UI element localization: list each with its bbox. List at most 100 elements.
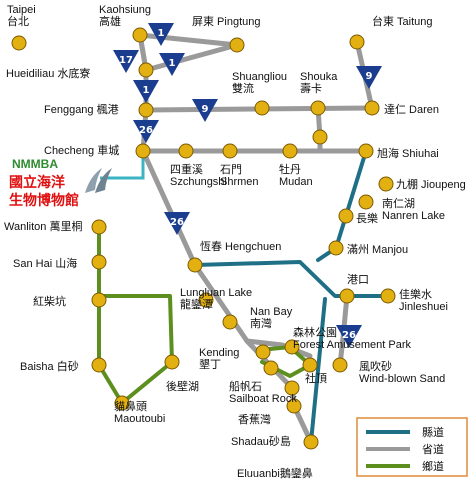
station-changle[interactable]: [338, 208, 354, 224]
label-line: 雙流: [232, 81, 254, 95]
station-pingtung[interactable]: [229, 37, 245, 53]
nmmba-logo-icon: [85, 168, 112, 193]
station-shadao[interactable]: [286, 398, 302, 414]
label-line: 香蕉灣: [238, 413, 271, 426]
station-taitung[interactable]: [349, 34, 365, 50]
legend-township-label: 鄉道: [422, 459, 444, 473]
label-shiuhai: 旭海 Shiuhai: [377, 146, 439, 160]
label-checheng: Checheng 車城: [44, 143, 119, 157]
station-kending[interactable]: [255, 344, 271, 360]
station-checheng[interactable]: [135, 143, 151, 159]
station-nanbay[interactable]: [222, 314, 238, 330]
station-fenggang[interactable]: [138, 102, 154, 118]
label-line: Wanliton 萬里桐: [4, 219, 82, 233]
road-hongchai-loop: [97, 294, 174, 405]
label-line: 船帆石: [229, 379, 262, 393]
label-line: 旭海 Shiuhai: [377, 146, 439, 160]
station-hengchuen[interactable]: [187, 257, 203, 273]
station-shiuhai[interactable]: [358, 143, 374, 159]
station-shuangliou[interactable]: [254, 100, 270, 116]
label-eluanbi: Eluuanbi鵝鑾鼻: [237, 466, 313, 480]
shield-1c: 1: [133, 80, 159, 103]
station-shouka[interactable]: [310, 100, 326, 116]
label-manjou: 滿州 Manjou: [347, 243, 408, 256]
station-houbihu[interactable]: [164, 354, 180, 370]
label-line: 紅柴坑: [33, 294, 66, 308]
station-xiangjiaowan[interactable]: [284, 380, 300, 396]
label-line: 龍鑾潭: [180, 297, 213, 311]
station-gangkou[interactable]: [339, 288, 355, 304]
label-line: Nan Bay: [250, 306, 293, 318]
label-line: Shadau砂島: [231, 434, 291, 448]
shield-label: 1: [143, 85, 150, 96]
shield-9a: 9: [356, 66, 382, 89]
label-line: Mudan: [279, 176, 313, 188]
shield-label: 26: [139, 125, 153, 136]
label-line: Shuangliou: [232, 71, 287, 83]
label-hueidiliau: Hueidiliau 水底寮: [6, 66, 90, 80]
label-line: 屏東 Pingtung: [192, 15, 260, 28]
station-maobitou[interactable]: [114, 395, 130, 411]
station-nanren[interactable]: [358, 194, 374, 210]
station-lungluan[interactable]: [198, 292, 214, 308]
station-jioupeng[interactable]: [378, 176, 394, 192]
label-line: 九棚 Jioupeng: [396, 177, 466, 191]
label-line: 台北: [7, 14, 29, 28]
label-line: 風吹砂: [359, 360, 392, 373]
station-daren[interactable]: [364, 100, 380, 116]
station-jinleshuei[interactable]: [380, 288, 396, 304]
nmmba-title-en: NMMBA: [12, 157, 58, 171]
label-line: 南仁湖: [382, 197, 415, 210]
shield-label: 26: [170, 217, 184, 228]
label-line: 石門: [220, 163, 242, 176]
station-mudan[interactable]: [282, 143, 298, 159]
shield-26a: 26: [133, 120, 159, 143]
legend-provincial-label: 省道: [422, 442, 444, 456]
label-changle: 長樂: [356, 211, 378, 225]
station-shrmen[interactable]: [222, 143, 238, 159]
station-sheding[interactable]: [302, 357, 318, 373]
shield-9b: 9: [192, 99, 218, 122]
shield-1b: 1: [159, 53, 185, 76]
label-houbihu: 後壁湖: [166, 379, 199, 393]
label-line: 高雄: [99, 14, 121, 28]
road-kaohsiung-pingtung: [137, 32, 240, 73]
label-line: 台東 Taitung: [372, 14, 433, 28]
shield-26b: 26: [164, 212, 190, 235]
label-line: Nanren Lake: [382, 210, 445, 222]
label-line: Maoutoubi: [114, 413, 165, 425]
station-sanhai[interactable]: [91, 254, 107, 270]
station-eluanbi[interactable]: [303, 434, 319, 450]
label-baisha: Baisha 白砂: [20, 359, 79, 373]
station-wanliton[interactable]: [91, 219, 107, 235]
shield-label: 1: [169, 58, 176, 69]
nmmba-title-zh1: 國立海洋: [9, 174, 65, 191]
label-line: Taipei: [7, 4, 36, 16]
station-chuanfanshi[interactable]: [263, 360, 279, 376]
station-manjou[interactable]: [328, 240, 344, 256]
label-line: Shrmen: [220, 176, 259, 188]
station-shouka-south[interactable]: [312, 129, 328, 145]
label-line: Eluuanbi鵝鑾鼻: [237, 466, 313, 480]
station-baisha[interactable]: [91, 357, 107, 373]
station-forest[interactable]: [284, 339, 300, 355]
label-line: 墾丁: [199, 358, 221, 371]
label-line: Baisha 白砂: [20, 359, 79, 373]
station-kaohsiung[interactable]: [132, 27, 148, 43]
station-windblown[interactable]: [332, 357, 348, 373]
label-sheding: 社頂: [305, 371, 327, 385]
station-hongchaikeng[interactable]: [91, 292, 107, 308]
station-szchung[interactable]: [178, 143, 194, 159]
label-line: Forest Amusement Park: [293, 339, 411, 351]
legend-county-label: 縣道: [422, 425, 444, 439]
station-taipei[interactable]: [11, 35, 27, 51]
station-hueidiliau[interactable]: [138, 62, 154, 78]
